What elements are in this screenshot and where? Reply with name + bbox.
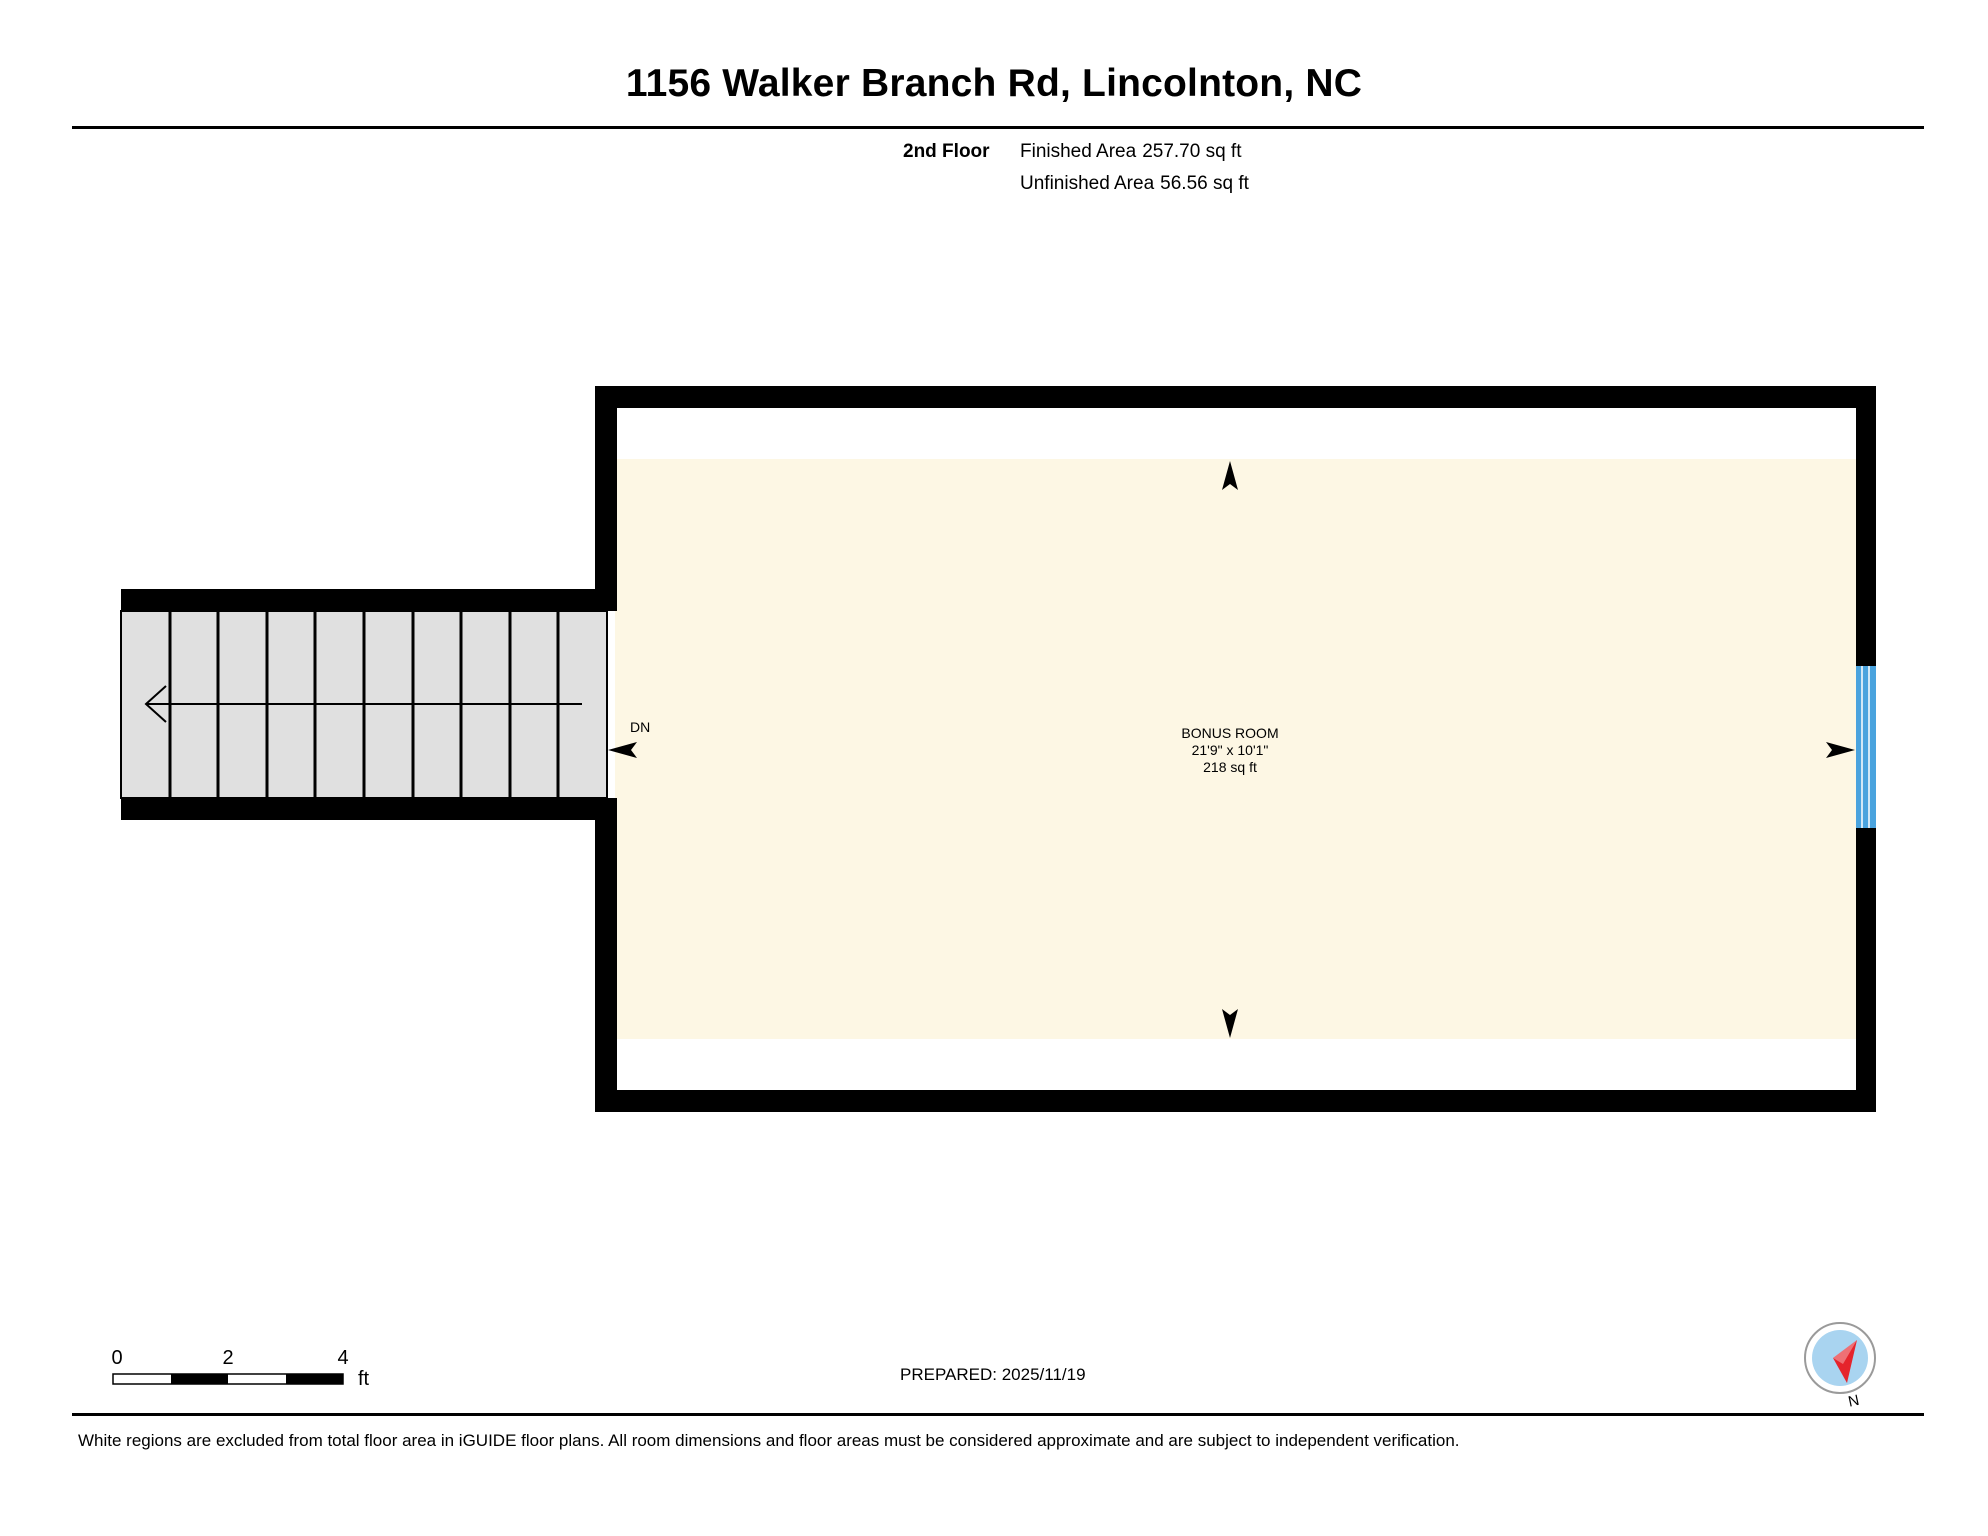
dimension-arrow-up (1222, 461, 1238, 490)
room-floor-fill (615, 459, 1856, 1039)
room-name: BONUS ROOM (1181, 725, 1278, 741)
compass-icon (1804, 1322, 1876, 1394)
unfinished-area-value: 56.56 sq ft (1160, 173, 1249, 194)
stair-dn-label: DN (630, 719, 650, 735)
walls (121, 386, 1876, 1112)
scale-bar (112, 1373, 344, 1385)
stair-direction-arrow (144, 685, 582, 723)
compass-north-label: N (1847, 1392, 1861, 1411)
finished-area-value: 257.70 sq ft (1142, 141, 1242, 162)
page-title: 1156 Walker Branch Rd, Lincolnton, NC (625, 62, 1363, 105)
scale-tick-4: 4 (337, 1347, 348, 1369)
disclaimer-text: White regions are excluded from total fl… (78, 1431, 1460, 1450)
floor-label: 2nd Floor (903, 141, 990, 162)
scale-tick-2: 2 (222, 1347, 233, 1369)
finished-area-label: Finished Area (1020, 141, 1137, 162)
scale-tick-0: 0 (111, 1347, 122, 1369)
dimension-arrow-right (1826, 742, 1855, 758)
room-dimensions: 21'9" x 10'1" (1192, 742, 1269, 758)
window (1856, 666, 1876, 828)
prepared-date: PREPARED: 2025/11/19 (900, 1365, 1086, 1384)
scale-unit: ft (358, 1368, 370, 1390)
room-area: 218 sq ft (1203, 759, 1257, 775)
header-divider (72, 126, 1924, 129)
footer-divider (72, 1413, 1924, 1416)
dimension-arrow-down (1222, 1009, 1238, 1038)
dimension-arrow-left (608, 742, 637, 758)
unfinished-area-label: Unfinished Area (1020, 173, 1155, 194)
